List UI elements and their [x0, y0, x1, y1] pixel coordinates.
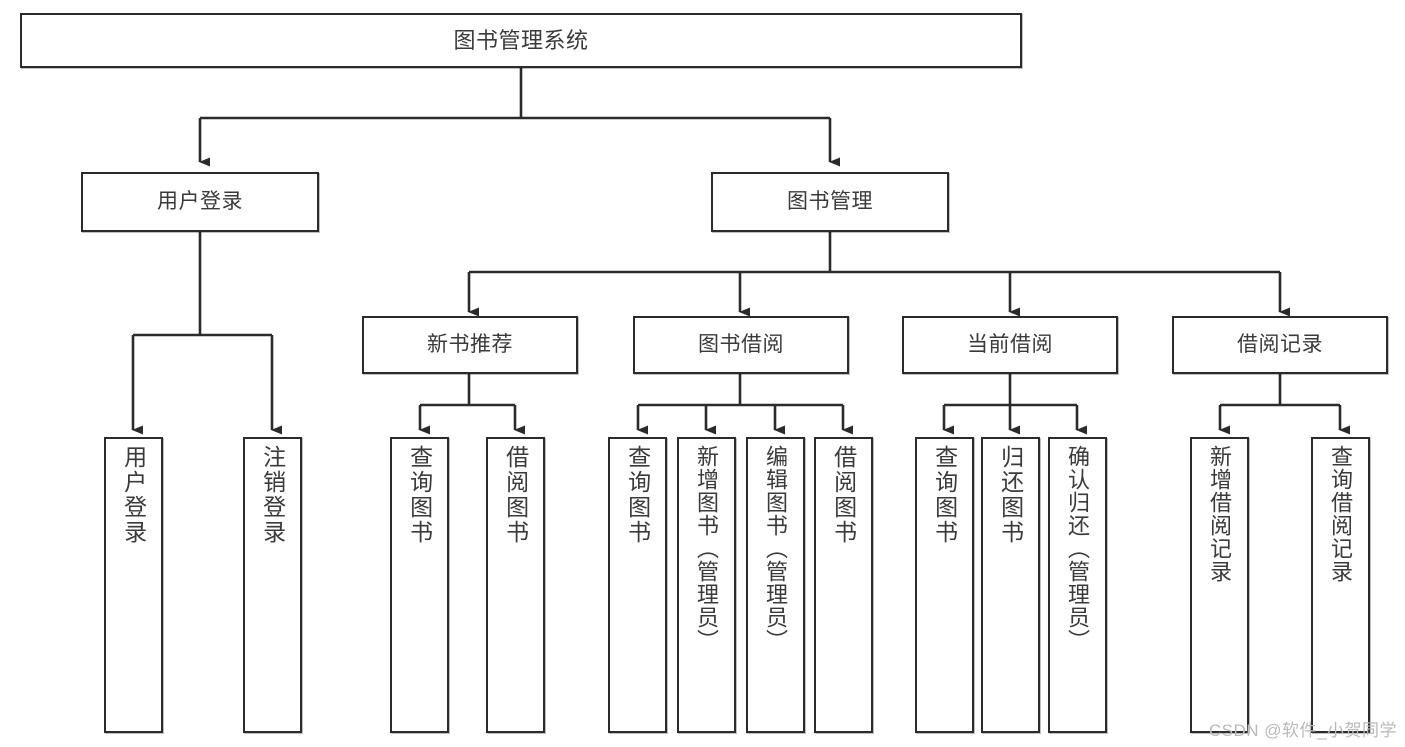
- node-label: 图书借阅: [698, 332, 784, 356]
- node-label: 新增图书（管理员）: [694, 445, 720, 652]
- node-user-login[interactable]: 用户登录: [81, 172, 319, 232]
- leaf-new-book-query[interactable]: 查询图书: [390, 437, 449, 733]
- node-label: 用户登录: [120, 445, 147, 545]
- leaf-records-add-record[interactable]: 新增借阅记录: [1190, 437, 1249, 733]
- node-root-system[interactable]: 图书管理系统: [20, 13, 1022, 68]
- node-label: 新增借阅记录: [1207, 445, 1233, 583]
- watermark-text: CSDN @软件_小贺同学: [1208, 721, 1397, 740]
- leaf-current-return-book[interactable]: 归还图书: [981, 437, 1040, 733]
- node-label: 图书管理: [787, 189, 873, 213]
- node-label: 图书管理系统: [453, 27, 589, 53]
- node-current-borrow[interactable]: 当前借阅: [902, 316, 1118, 374]
- node-borrow-records[interactable]: 借阅记录: [1172, 316, 1388, 374]
- node-label: 归还图书: [997, 445, 1024, 545]
- node-label: 用户登录: [157, 189, 243, 213]
- leaf-new-book-borrow[interactable]: 借阅图书: [486, 437, 545, 733]
- node-book-management[interactable]: 图书管理: [711, 172, 949, 232]
- node-label: 借阅图书: [830, 445, 857, 545]
- leaf-borrow-borrow-book[interactable]: 借阅图书: [814, 437, 873, 733]
- node-label: 查询图书: [931, 445, 958, 545]
- node-book-borrow[interactable]: 图书借阅: [633, 316, 849, 374]
- node-label: 新书推荐: [427, 332, 513, 356]
- node-label: 当前借阅: [967, 332, 1053, 356]
- node-label: 查询图书: [406, 445, 433, 545]
- leaf-current-confirm-return-admin[interactable]: 确认归还（管理员）: [1048, 437, 1107, 733]
- leaf-records-query-record[interactable]: 查询借阅记录: [1311, 437, 1370, 733]
- leaf-current-query-book[interactable]: 查询图书: [915, 437, 974, 733]
- leaf-user-login-logout[interactable]: 注销登录: [243, 437, 302, 733]
- leaf-borrow-add-book-admin[interactable]: 新增图书（管理员）: [677, 437, 736, 733]
- leaf-borrow-edit-book-admin[interactable]: 编辑图书（管理员）: [746, 437, 805, 733]
- node-label: 确认归还（管理员）: [1065, 445, 1091, 652]
- leaf-user-login-login[interactable]: 用户登录: [104, 437, 163, 733]
- leaf-borrow-query-book[interactable]: 查询图书: [608, 437, 667, 733]
- node-label: 编辑图书（管理员）: [763, 445, 789, 652]
- node-label: 查询图书: [624, 445, 651, 545]
- node-label: 注销登录: [259, 445, 286, 545]
- node-label: 借阅图书: [502, 445, 529, 545]
- node-label: 查询借阅记录: [1328, 445, 1354, 583]
- node-label: 借阅记录: [1237, 332, 1323, 356]
- node-new-book-recommend[interactable]: 新书推荐: [362, 316, 578, 374]
